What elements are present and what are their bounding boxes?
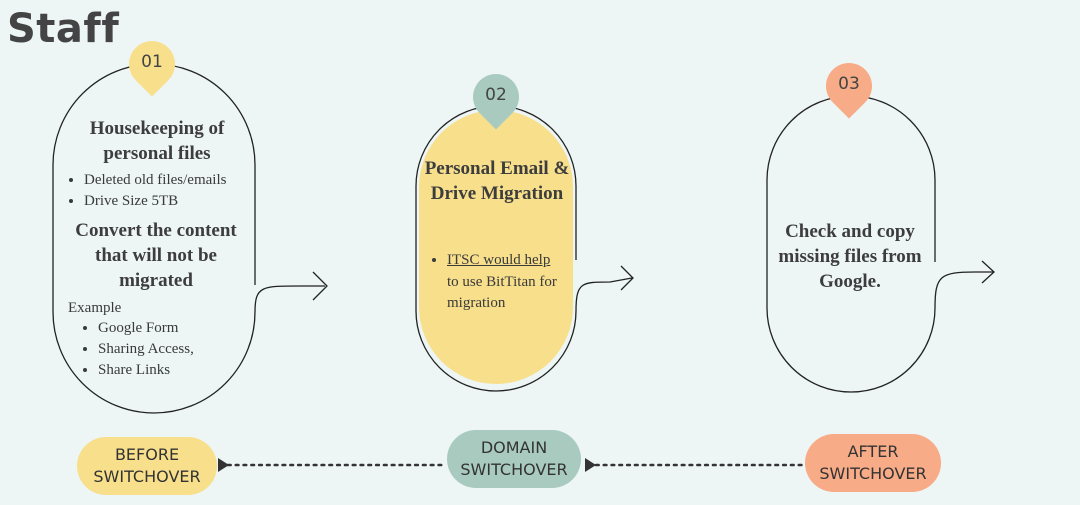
domain-switchover-badge: DOMAIN SWITCHOVER [447, 430, 581, 488]
before-switchover-badge: BEFORE SWITCHOVER [77, 437, 217, 495]
after-switchover-badge: AFTER SWITCHOVER [805, 434, 941, 492]
step1-arrowhead [312, 271, 328, 301]
step2-number: 02 [485, 85, 507, 105]
itsc-link[interactable]: ITSC would help [447, 252, 551, 268]
step3-arrowhead [981, 260, 995, 284]
step1-arrow [254, 285, 325, 313]
page-title: Staff [7, 6, 120, 52]
timeline-arrowhead-1 [218, 458, 229, 472]
list-item: Drive Size 5TB [84, 191, 284, 212]
step2-heading: Personal Email & Drive Migration [424, 158, 570, 204]
list-item: Share Links [98, 360, 258, 381]
step1-heading: Housekeeping of personal files [89, 118, 225, 164]
step2-outline [415, 105, 577, 392]
step3-outline [766, 95, 936, 393]
step3-arrow [934, 271, 993, 309]
step1-example-list: Google Form Sharing Access, Share Links [80, 318, 258, 381]
step2-bullet-list: ITSC would help [429, 250, 597, 271]
timeline-arrowhead-2 [585, 458, 596, 472]
list-item: Google Form [98, 318, 258, 339]
list-item: ITSC would help [447, 250, 597, 271]
list-item: Deleted old files/emails [84, 170, 284, 191]
list-item: Sharing Access, [98, 339, 258, 360]
step2-arrow [575, 277, 633, 312]
step1-outline [52, 63, 256, 414]
step3-heading: Check and copy missing files from Google… [778, 221, 922, 292]
step2-bullet-continuation: to use BitTitan for migration [447, 274, 557, 311]
step2-fill [419, 110, 573, 384]
step1-subheading: Convert the content that will not be mig… [75, 220, 237, 291]
step3-number: 03 [838, 74, 860, 94]
step1-bullet-list: Deleted old files/emails Drive Size 5TB [66, 170, 284, 212]
step1-example-label: Example [68, 300, 122, 316]
step2-arrowhead [620, 265, 634, 291]
step1-number: 01 [141, 52, 163, 72]
